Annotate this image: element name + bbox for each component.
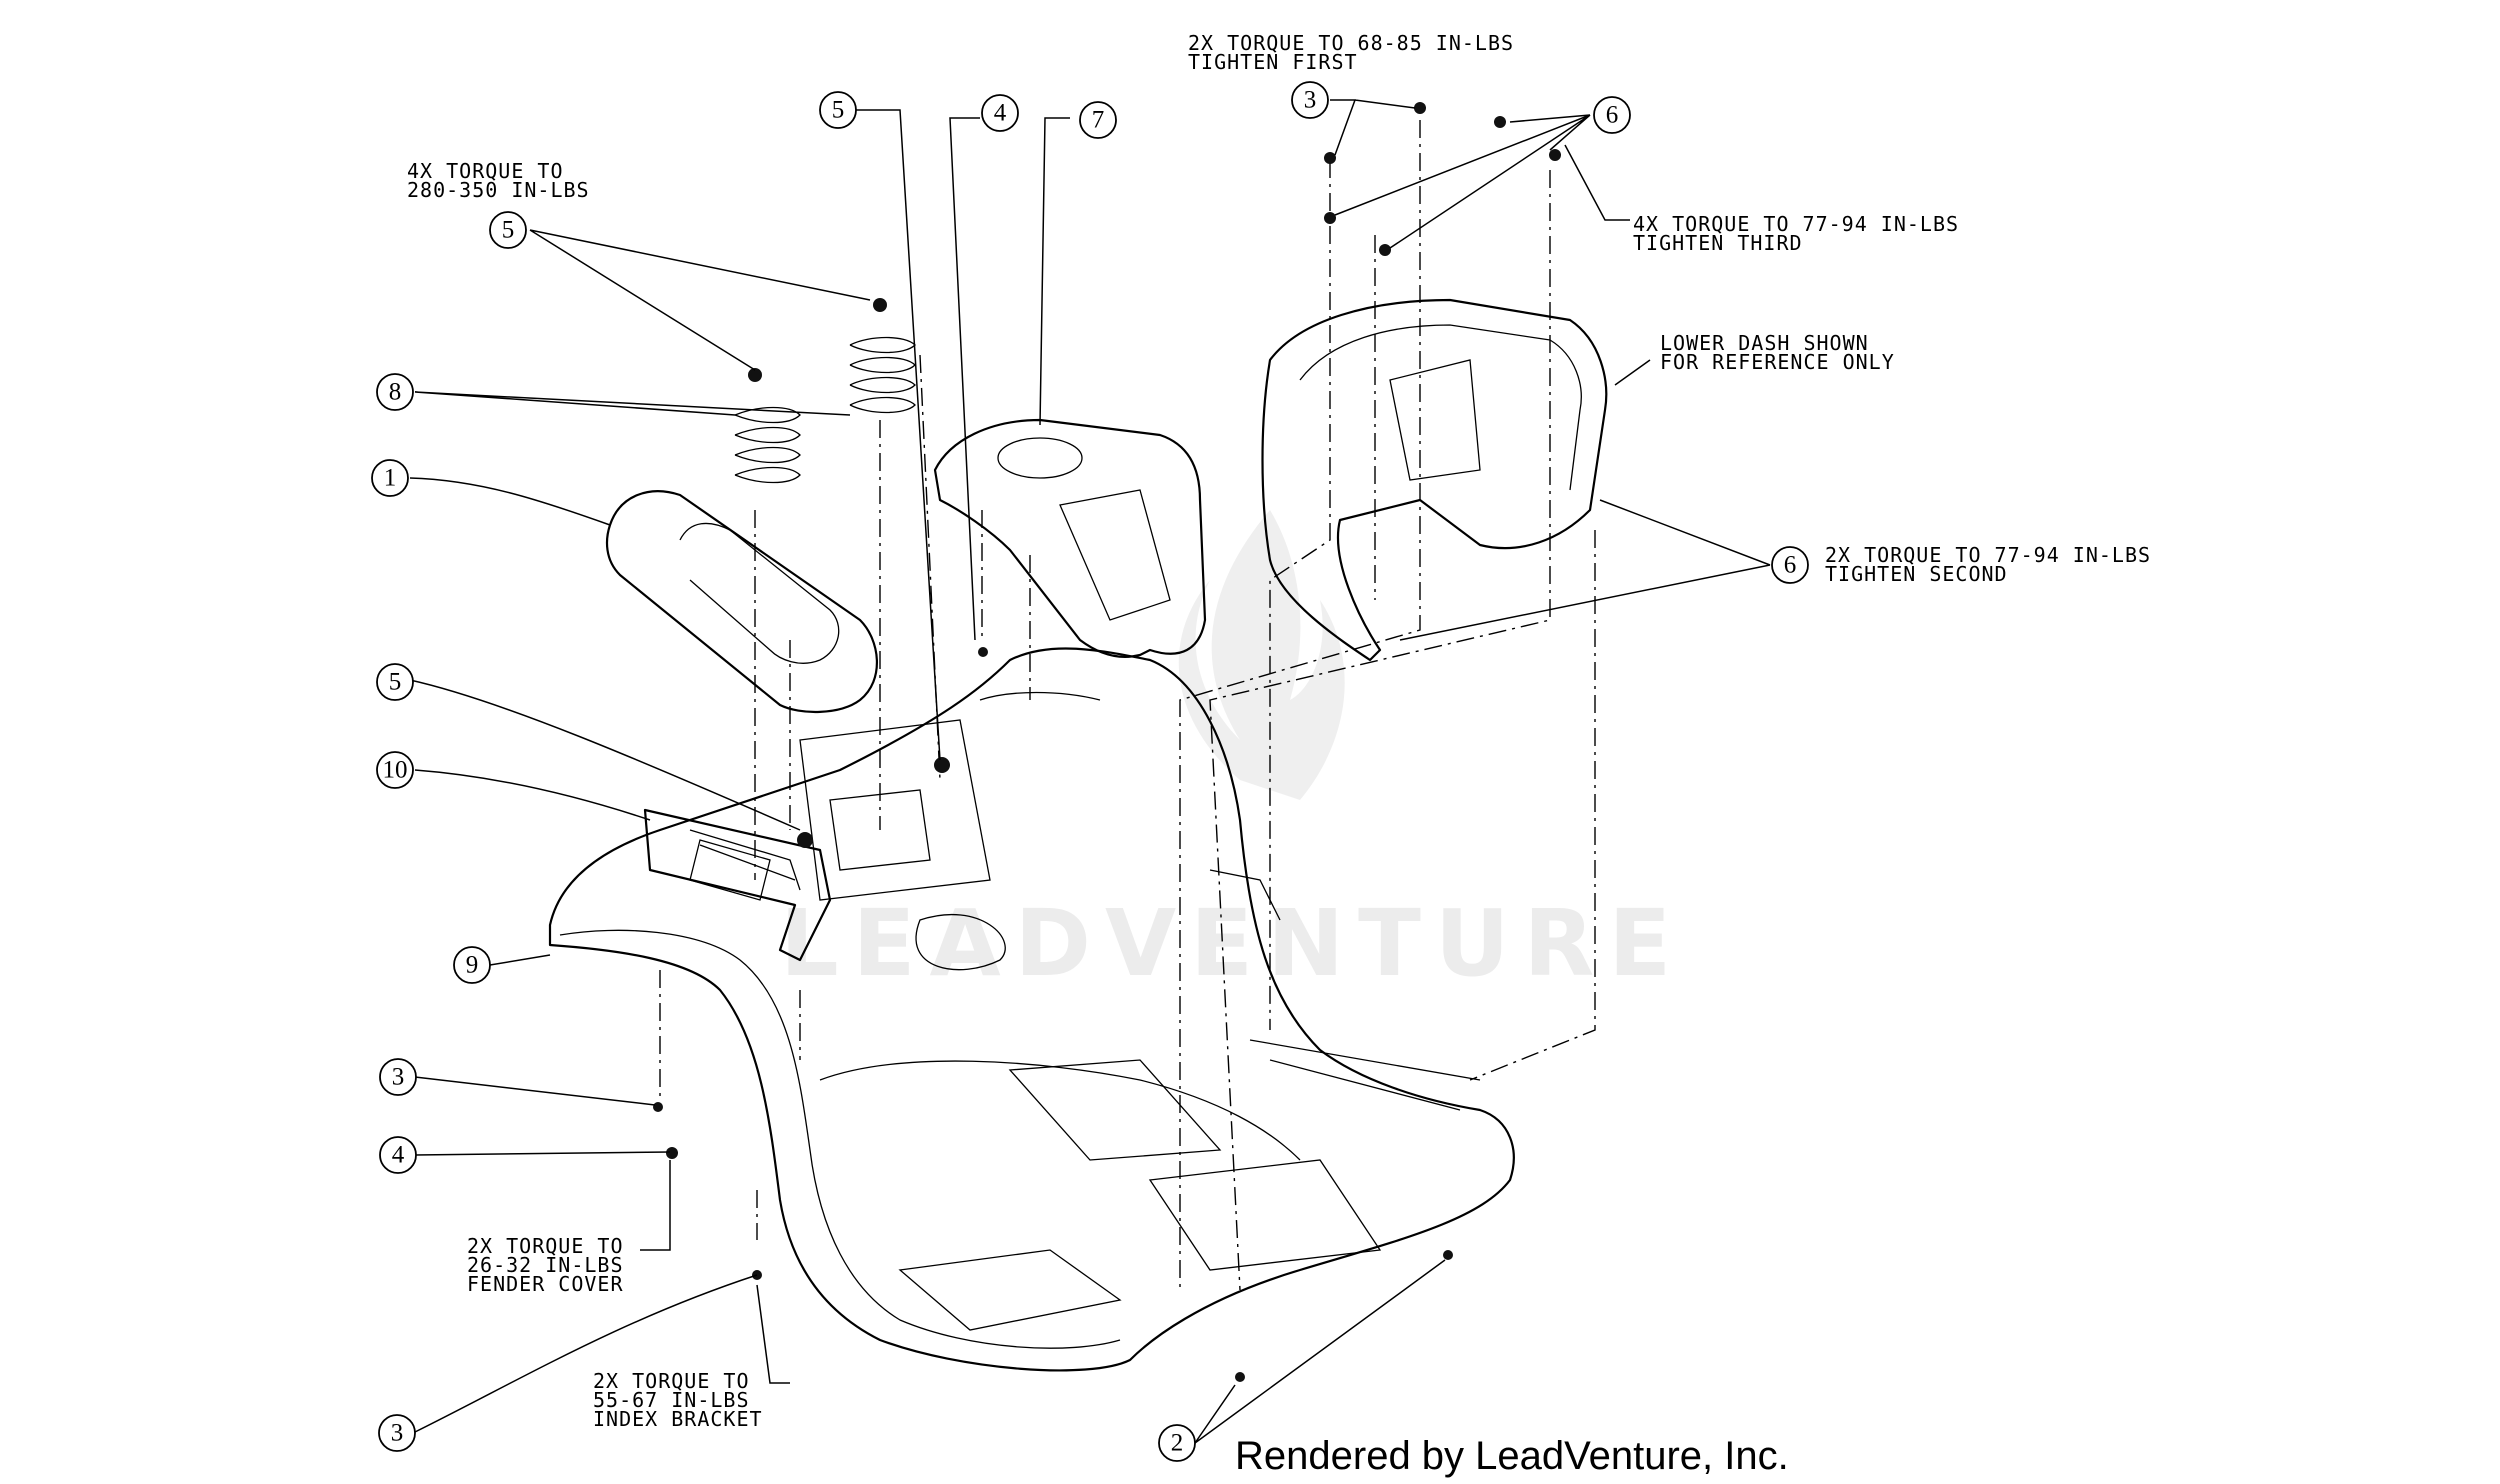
watermark-logo: LEADVENTURE xyxy=(780,510,1685,997)
bolt-icon xyxy=(797,832,813,848)
lower-dash xyxy=(1261,298,1608,662)
note-torque-77-94-second: 2X TORQUE TO 77-94 IN-LBS TIGHTEN SECOND xyxy=(1825,543,2151,586)
rendered-by-credit: Rendered by LeadVenture, Inc. xyxy=(1235,1434,1789,1478)
svg-text:4: 4 xyxy=(392,1142,405,1169)
callout-6-top: 6 xyxy=(1593,96,1631,134)
watermark-text: LEADVENTURE xyxy=(780,890,1685,997)
callout-3-left: 3 xyxy=(379,1058,417,1096)
bolt-icon xyxy=(748,368,762,382)
svg-text:LOWER DASH SHOWN: LOWER DASH SHOWN xyxy=(1660,331,1869,355)
note-torque-26-32: 2X TORQUE TO 26-32 IN-LBS FENDER COVER xyxy=(467,1234,624,1296)
svg-text:5: 5 xyxy=(832,97,845,124)
callout-5-left: 5 xyxy=(489,211,527,249)
nut-icon xyxy=(1494,116,1506,128)
index-bracket xyxy=(643,808,832,962)
svg-text:280-350 IN-LBS: 280-350 IN-LBS xyxy=(407,178,590,202)
assembly-centerlines xyxy=(659,120,1596,1291)
svg-text:TIGHTEN THIRD: TIGHTEN THIRD xyxy=(1633,231,1803,255)
svg-text:8: 8 xyxy=(389,379,402,406)
callout-5-top: 5 xyxy=(819,91,857,129)
svg-text:FOR REFERENCE ONLY: FOR REFERENCE ONLY xyxy=(1660,350,1895,374)
note-torque-68-85: 2X TORQUE TO 68-85 IN-LBS TIGHTEN FIRST xyxy=(1188,31,1514,74)
nut-icon xyxy=(1324,212,1336,224)
callout-1: 1 xyxy=(371,459,409,497)
callout-4-left: 4 xyxy=(379,1136,417,1174)
rear-fender xyxy=(548,647,1515,1372)
screw-icon xyxy=(1414,102,1426,114)
svg-text:5: 5 xyxy=(502,217,515,244)
svg-text:INDEX BRACKET: INDEX BRACKET xyxy=(593,1407,763,1431)
screw-icon xyxy=(1443,1250,1453,1260)
svg-text:3: 3 xyxy=(392,1064,405,1091)
note-torque-55-67: 2X TORQUE TO 55-67 IN-LBS INDEX BRACKET xyxy=(593,1369,763,1431)
svg-text:2X TORQUE TO 77-94 IN-LBS: 2X TORQUE TO 77-94 IN-LBS xyxy=(1825,543,2151,567)
callout-10: 10 xyxy=(376,751,414,789)
screw-icon xyxy=(1235,1372,1245,1382)
svg-text:6: 6 xyxy=(1784,552,1797,579)
callout-8: 8 xyxy=(376,373,414,411)
svg-text:TIGHTEN FIRST: TIGHTEN FIRST xyxy=(1188,50,1358,74)
armrest xyxy=(605,490,879,713)
svg-text:5: 5 xyxy=(389,669,402,696)
nut-icon xyxy=(666,1147,678,1159)
svg-text:3: 3 xyxy=(1304,87,1317,114)
callout-4-top: 4 xyxy=(981,94,1019,132)
callout-3-bottom: 3 xyxy=(378,1414,416,1452)
cup-holder-tray xyxy=(933,418,1207,658)
svg-text:4: 4 xyxy=(994,100,1007,127)
svg-text:55-67 IN-LBS: 55-67 IN-LBS xyxy=(593,1388,750,1412)
screw-icon xyxy=(1324,152,1336,164)
screw-icon xyxy=(978,647,988,657)
note-lower-dash: LOWER DASH SHOWN FOR REFERENCE ONLY xyxy=(1660,331,1895,374)
spring-right xyxy=(849,336,916,414)
svg-text:2: 2 xyxy=(1171,1430,1184,1457)
screw-icon xyxy=(653,1102,663,1112)
svg-text:2X TORQUE TO: 2X TORQUE TO xyxy=(467,1234,624,1258)
svg-text:4X TORQUE TO: 4X TORQUE TO xyxy=(407,159,564,183)
nut-icon xyxy=(1549,149,1561,161)
callout-2: 2 xyxy=(1158,1424,1196,1462)
leader-lines xyxy=(409,99,1771,1444)
bolt-icon xyxy=(934,757,950,773)
fasteners xyxy=(653,102,1561,1382)
callout-6-right: 6 xyxy=(1771,546,1809,584)
callout-3-top: 3 xyxy=(1291,81,1329,119)
svg-text:TIGHTEN SECOND: TIGHTEN SECOND xyxy=(1825,562,2008,586)
svg-text:7: 7 xyxy=(1092,107,1105,134)
callout-9: 9 xyxy=(453,946,491,984)
svg-text:2X TORQUE TO: 2X TORQUE TO xyxy=(593,1369,750,1393)
callout-5-mid: 5 xyxy=(376,663,414,701)
nut-icon xyxy=(1379,244,1391,256)
note-torque-77-94-third: 4X TORQUE TO 77-94 IN-LBS TIGHTEN THIRD xyxy=(1633,212,1959,255)
svg-text:3: 3 xyxy=(391,1420,404,1447)
svg-text:9: 9 xyxy=(466,952,479,979)
note-torque-280-350: 4X TORQUE TO 280-350 IN-LBS xyxy=(407,159,590,202)
svg-text:10: 10 xyxy=(383,757,408,784)
svg-text:26-32 IN-LBS: 26-32 IN-LBS xyxy=(467,1253,624,1277)
spring-left xyxy=(734,406,801,484)
svg-text:4X TORQUE TO 77-94 IN-LBS: 4X TORQUE TO 77-94 IN-LBS xyxy=(1633,212,1959,236)
svg-text:1: 1 xyxy=(384,465,397,492)
bolt-icon xyxy=(873,298,887,312)
svg-text:2X TORQUE TO 68-85 IN-LBS: 2X TORQUE TO 68-85 IN-LBS xyxy=(1188,31,1514,55)
callout-7: 7 xyxy=(1079,101,1117,139)
svg-text:6: 6 xyxy=(1606,102,1619,129)
svg-text:FENDER COVER: FENDER COVER xyxy=(467,1272,624,1296)
